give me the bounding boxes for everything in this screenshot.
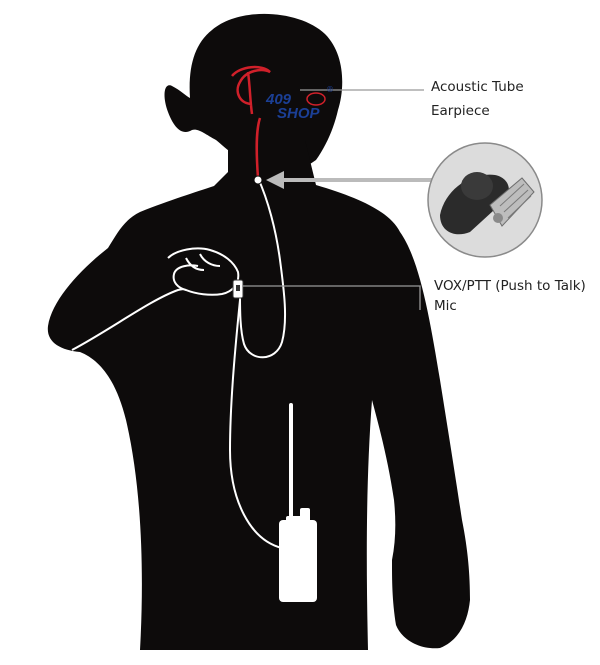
inset-clip-hole (493, 213, 503, 223)
silhouette-head (164, 13, 343, 173)
label-mic: Mic (434, 298, 457, 314)
logo-globe-icon (306, 92, 326, 106)
acoustic-tube (255, 117, 262, 179)
ptt-button (236, 285, 240, 291)
logo-swoosh-icon (231, 65, 271, 115)
label-earpiece: Earpiece (431, 103, 490, 119)
inset-clip-ridge-3 (507, 195, 532, 219)
connector-dot (253, 175, 263, 185)
label-vox-ptt: VOX/PTT (Push to Talk) (434, 278, 586, 294)
logo-number: 409 (265, 91, 292, 108)
shop-logo: 409 SHOP ® (231, 65, 334, 122)
inset-clip-ridge-2 (503, 189, 529, 213)
two-way-radio (279, 403, 317, 602)
silhouette-body (47, 140, 470, 650)
logo-word: SHOP (277, 105, 321, 122)
label-acoustic-tube: Acoustic Tube (431, 79, 524, 95)
hand-outline (167, 247, 240, 296)
radio-body (279, 520, 317, 602)
inset-clip-ridge-1 (499, 183, 525, 207)
inset-connector-cap (461, 172, 493, 200)
earpiece-wire (239, 177, 287, 359)
radio-clip (286, 516, 308, 522)
leader-line-ptt (243, 285, 421, 310)
arrow-head-icon (266, 171, 284, 189)
connector-zoom-inset (427, 142, 543, 258)
radio-wire (228, 299, 283, 549)
logo-registered: ® (326, 85, 334, 94)
